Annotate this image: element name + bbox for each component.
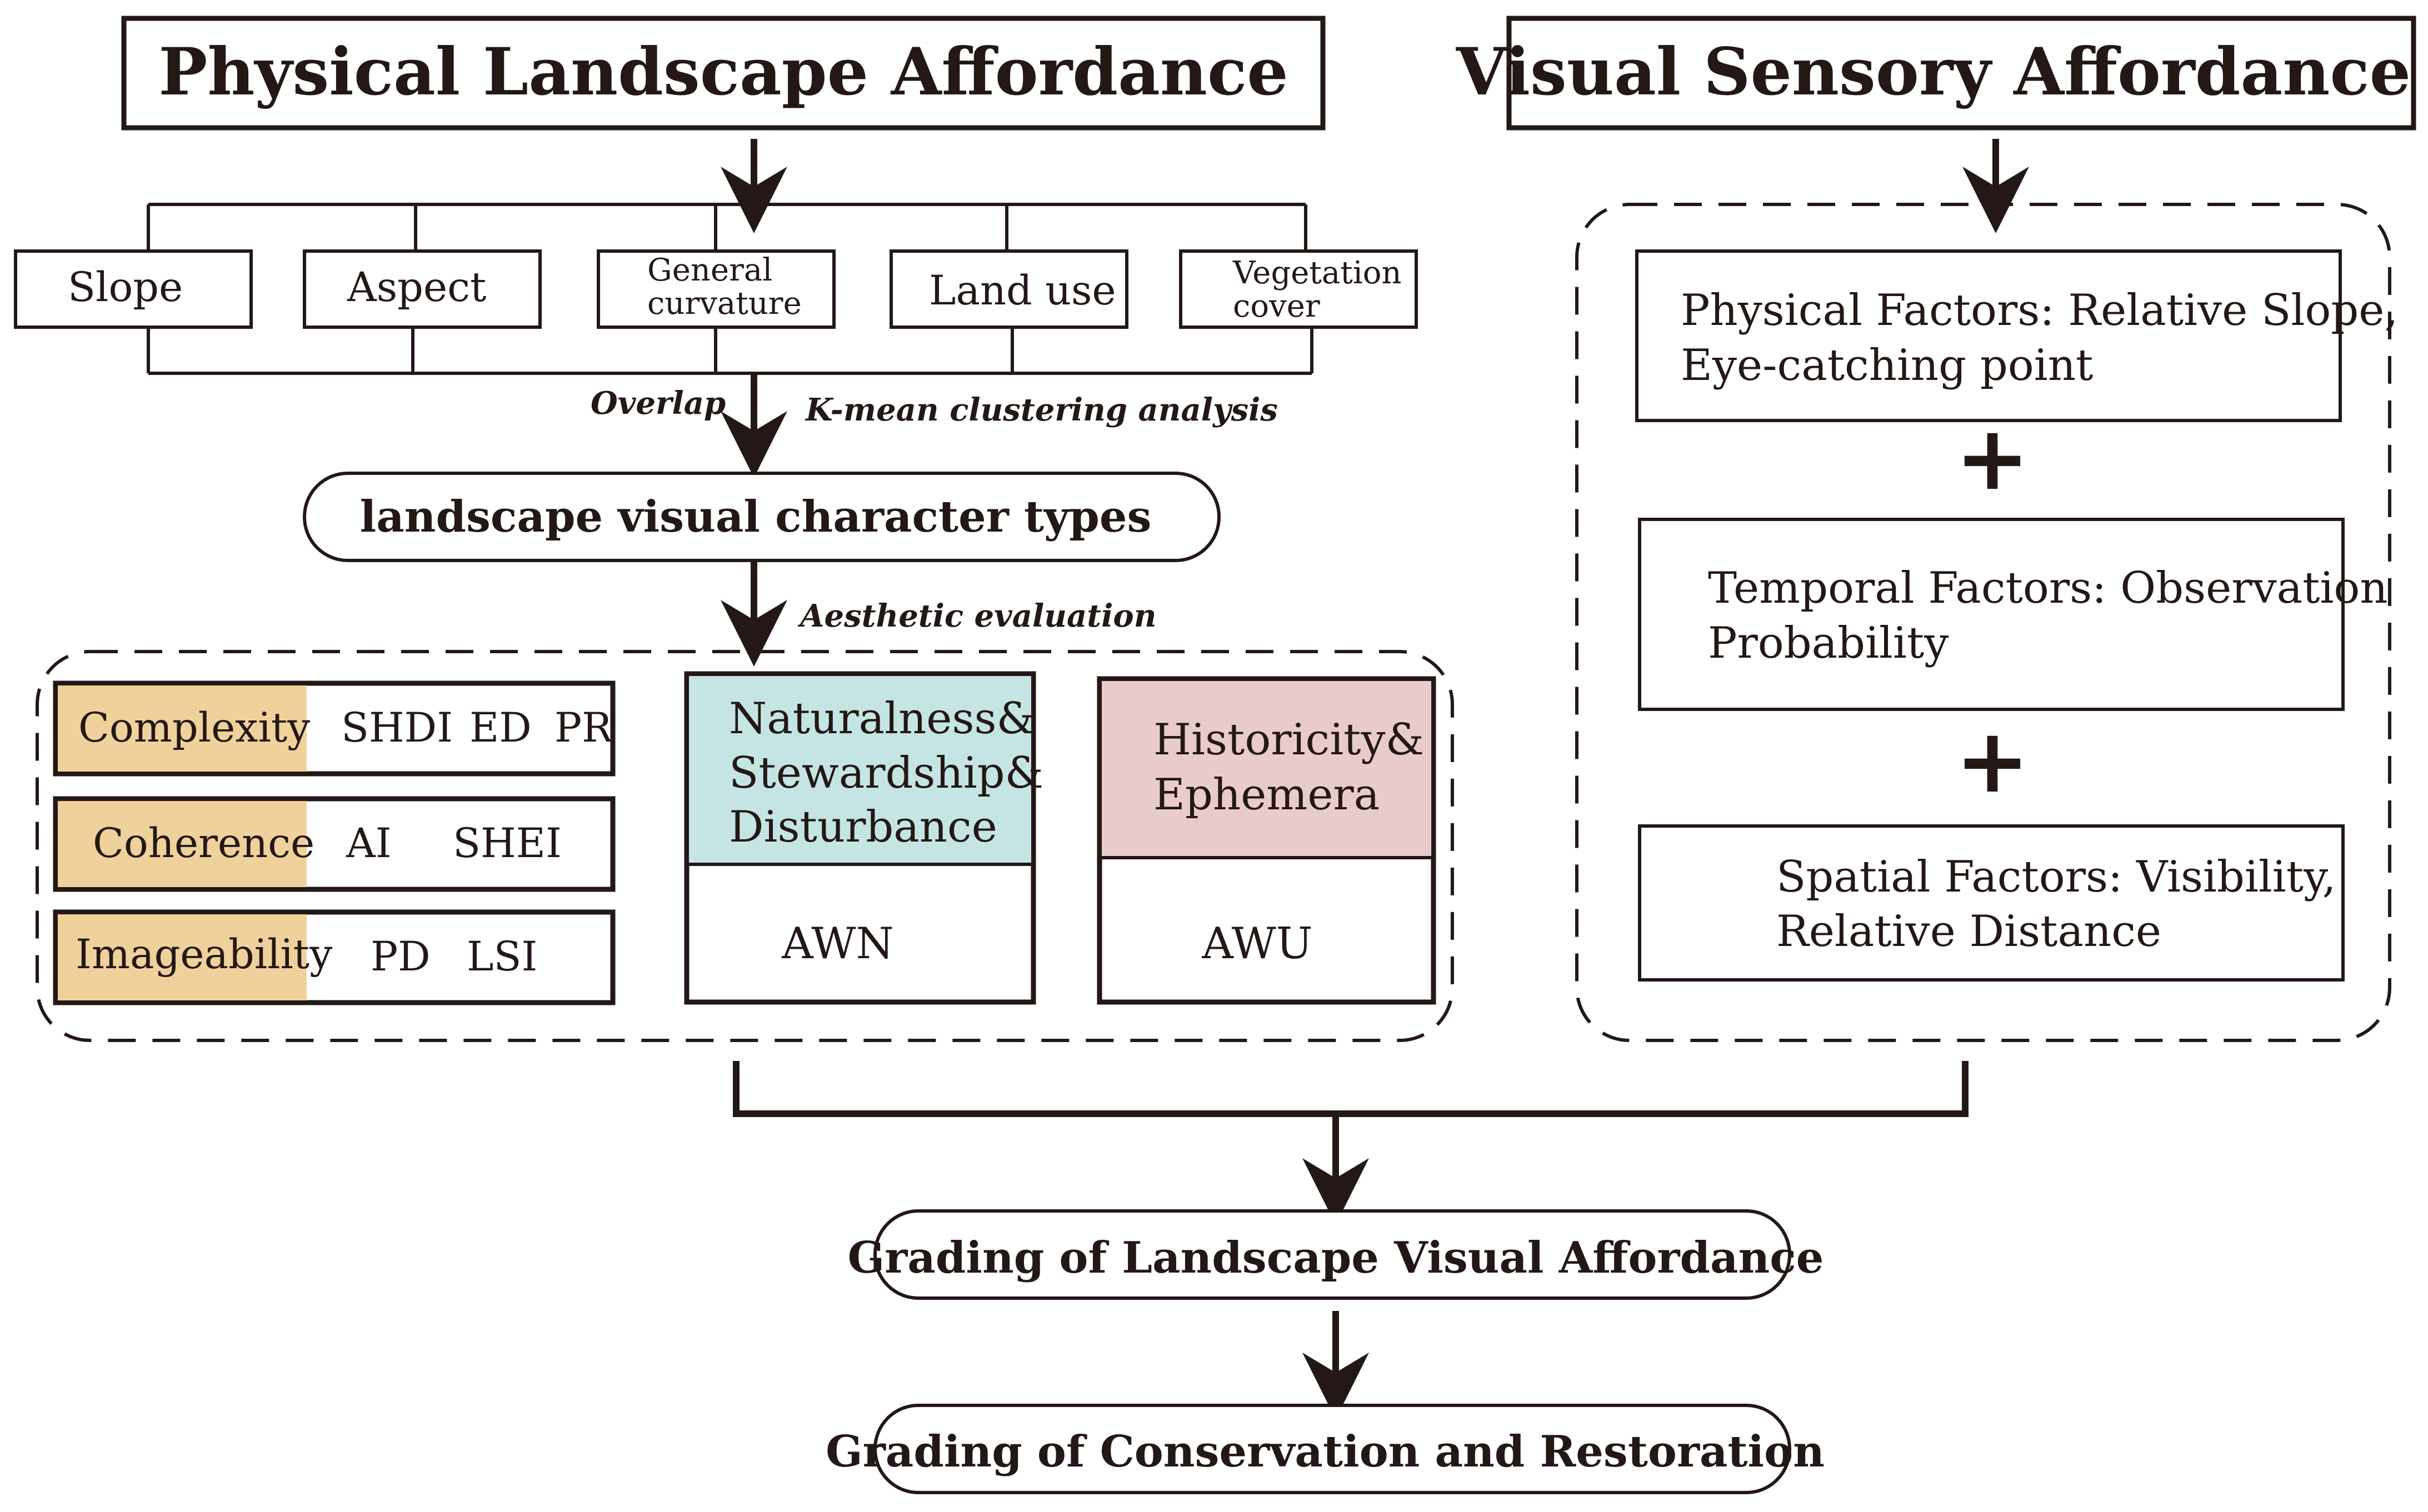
conservation-grading-pill: Grading of Conservation and Restoration: [826, 1404, 1825, 1494]
conservation-grading-label: Grading of Conservation and Restoration: [826, 1426, 1825, 1477]
naturalness-box: Naturalness& Stewardship& Disturbance AW…: [684, 671, 1043, 1005]
visual-temporal-factors-line-2: Probability: [1708, 618, 1949, 668]
visual-physical-factors-box: Physical Factors: Relative Slope, Eye-ca…: [1635, 249, 2398, 422]
metric-pr: PR: [554, 704, 613, 752]
factor-vegetation-label-1: Vegetation: [1232, 255, 1402, 291]
visual-title: Visual Sensory Affordance: [1456, 33, 2411, 110]
physical-title: Physical Landscape Affordance: [158, 33, 1288, 110]
visual-spatial-factors-line-2: Relative Distance: [1776, 907, 2161, 957]
factor-land-use: Land use: [890, 249, 1128, 329]
merge-connector: [733, 1061, 1969, 1117]
factor-vegetation-label-2: cover: [1233, 288, 1320, 324]
historicity-label-2: Ephemera: [1153, 770, 1380, 820]
visual-spatial-factors-box: Spatial Factors: Visibility, Relative Di…: [1638, 824, 2345, 982]
affordance-grading-pill: Grading of Landscape Visual Affordance: [848, 1209, 1824, 1300]
plus-sign-2: +: [1955, 709, 2030, 813]
factor-curvature-label-2: curvature: [647, 286, 802, 322]
metric-coherence-label: Coherence: [93, 820, 314, 867]
metric-shei: SHEI: [453, 820, 562, 867]
naturalness-label-3: Disturbance: [729, 802, 997, 852]
visual-physical-factors-line-1: Physical Factors: Relative Slope,: [1681, 286, 2398, 336]
evaluation-container: [36, 650, 1454, 1042]
visual-physical-factors-line-2: Eye-catching point: [1681, 341, 2093, 390]
visual-temporal-factors-box: Temporal Factors: Observation Probabilit…: [1638, 518, 2388, 711]
metric-row-coherence: Coherence AI SHEI: [53, 796, 616, 892]
metric-ai: AI: [346, 820, 392, 867]
metric-imageability-label: Imageability: [76, 931, 333, 978]
factor-curvature-label-1: General: [647, 252, 772, 288]
metric-pd: PD: [371, 933, 431, 980]
factor-curvature: General curvature: [597, 249, 836, 329]
factor-bracket-top: [147, 203, 1307, 251]
metric-shdi: SHDI: [341, 704, 453, 752]
affordance-grading-label: Grading of Landscape Visual Affordance: [848, 1233, 1824, 1283]
metric-row-complexity: Complexity SHDI ED PR: [53, 680, 616, 777]
historicity-box: Historicity& Ephemera AWU: [1097, 676, 1436, 1005]
factor-aspect: Aspect: [303, 249, 542, 329]
character-types-pill: landscape visual character types: [303, 472, 1221, 562]
factor-bracket-bottom: [147, 327, 1313, 375]
visual-title-box: Visual Sensory Affordance: [1456, 16, 2416, 131]
historicity-label-1: Historicity&: [1153, 715, 1424, 765]
note-overlap: Overlap: [591, 385, 726, 422]
metric-row-imageability: Imageability PD LSI: [53, 909, 616, 1005]
factor-vegetation: Vegetation cover: [1179, 249, 1418, 329]
factor-slope-label: Slope: [68, 264, 183, 311]
factor-aspect-label: Aspect: [347, 264, 486, 311]
metric-complexity-label: Complexity: [78, 704, 311, 752]
factor-land-use-label: Land use: [929, 267, 1116, 314]
note-kmean: K-mean clustering analysis: [805, 392, 1278, 428]
naturalness-label-2: Stewardship&: [729, 748, 1043, 798]
naturalness-label-1: Naturalness&: [729, 694, 1035, 744]
plus-sign-1: +: [1955, 406, 2030, 510]
visual-temporal-factors-line-1: Temporal Factors: Observation: [1708, 563, 2388, 613]
visual-spatial-factors-line-1: Spatial Factors: Visibility,: [1776, 852, 2336, 902]
historicity-index: AWU: [1201, 919, 1312, 969]
character-types-label: landscape visual character types: [360, 492, 1152, 542]
naturalness-index: AWN: [781, 919, 894, 969]
note-aesthetic: Aesthetic evaluation: [797, 598, 1156, 634]
metric-ed: ED: [469, 704, 532, 752]
visual-factors-container: [1575, 203, 2391, 1042]
factor-slope: Slope: [14, 249, 253, 329]
physical-title-box: Physical Landscape Affordance: [121, 16, 1326, 131]
metric-lsi: LSI: [467, 933, 537, 980]
